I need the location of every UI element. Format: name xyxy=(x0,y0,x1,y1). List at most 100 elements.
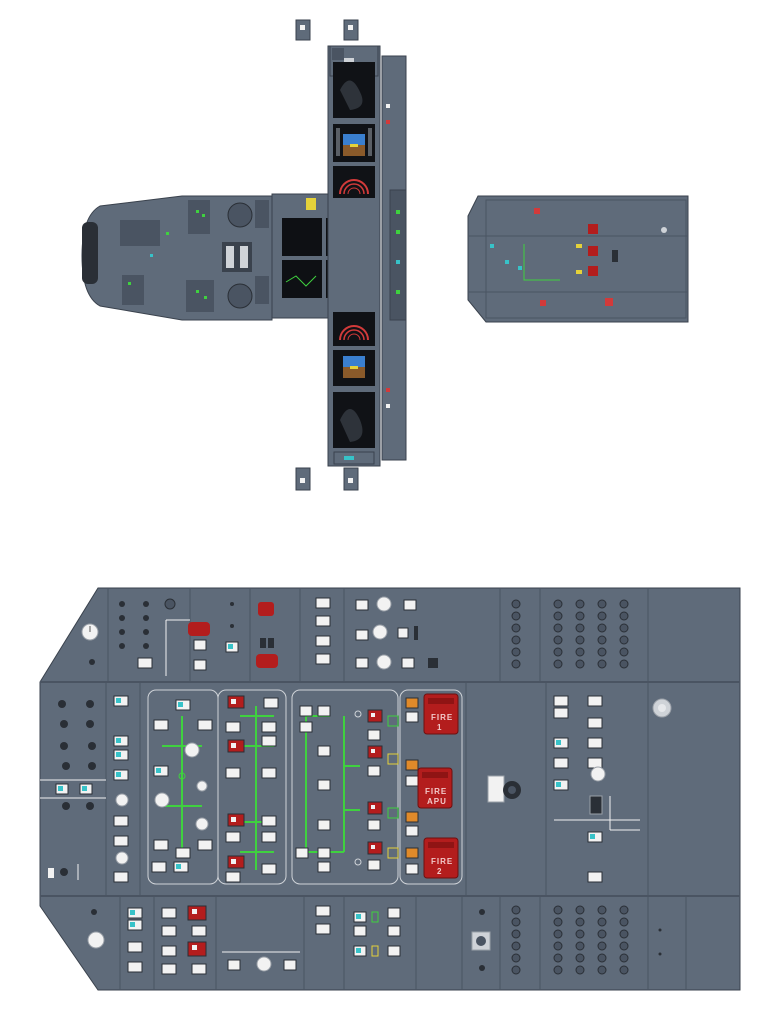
tiller-handle-icon[interactable] xyxy=(82,222,98,284)
side-switch[interactable] xyxy=(386,104,390,108)
pushbutton-icon[interactable] xyxy=(553,757,569,769)
pushbutton-icon[interactable] xyxy=(197,719,213,731)
pushbutton-icon[interactable] xyxy=(353,925,367,937)
pushbutton-icon[interactable] xyxy=(193,659,207,671)
toggle-switch-icon[interactable] xyxy=(48,868,54,878)
pushbutton-icon[interactable] xyxy=(261,815,277,827)
pushbutton-icon[interactable] xyxy=(387,945,401,957)
pushbutton-icon[interactable] xyxy=(225,767,241,779)
pushbutton-icon[interactable] xyxy=(315,905,331,917)
pedestal-panel[interactable] xyxy=(81,195,273,321)
pushbutton-icon[interactable] xyxy=(587,695,603,707)
guarded-switch-cover[interactable] xyxy=(188,622,210,636)
fire-handle-engine-2[interactable]: FIRE 2 xyxy=(423,837,459,879)
guarded-switch-cover[interactable] xyxy=(256,654,278,668)
pushbutton-icon[interactable] xyxy=(197,839,213,851)
rotary-knob-icon[interactable] xyxy=(115,793,129,807)
pushbutton-icon[interactable] xyxy=(225,721,241,733)
pushbutton-icon[interactable] xyxy=(403,599,417,611)
pushbutton-icon[interactable] xyxy=(405,863,419,875)
pushbutton-icon[interactable] xyxy=(355,599,369,611)
pushbutton-icon[interactable] xyxy=(127,941,143,953)
fcu-knob-icon[interactable] xyxy=(332,48,344,60)
circuit-breaker-bank-bottom[interactable] xyxy=(511,905,629,975)
pushbutton-icon[interactable] xyxy=(587,871,603,883)
dial-icon[interactable] xyxy=(164,598,176,610)
pushbutton-icon[interactable] xyxy=(191,925,207,937)
overhead-panel-thumbnail[interactable] xyxy=(467,195,689,323)
small-knob-icon[interactable] xyxy=(58,700,66,708)
rotary-knob-icon[interactable] xyxy=(590,766,606,782)
small-knob-icon[interactable] xyxy=(119,629,125,635)
pushbutton-icon[interactable] xyxy=(317,705,331,717)
fire-handle-mini[interactable] xyxy=(588,246,598,256)
toggle-switch-icon[interactable] xyxy=(428,658,438,668)
overhead-knob[interactable] xyxy=(661,227,667,233)
pushbutton-icon[interactable] xyxy=(193,639,207,651)
rotary-knob-icon[interactable] xyxy=(376,596,392,612)
pushbutton-icon[interactable] xyxy=(161,963,177,975)
pushbutton-icon[interactable] xyxy=(225,871,241,883)
small-knob-icon[interactable] xyxy=(62,802,70,810)
fire-handle-mini[interactable] xyxy=(588,266,598,276)
pushbutton-icon[interactable] xyxy=(355,657,369,669)
pushbutton-icon[interactable] xyxy=(587,757,603,769)
pushbutton-icon[interactable] xyxy=(191,963,207,975)
pushbutton-icon[interactable] xyxy=(299,705,313,717)
pushbutton-icon[interactable] xyxy=(227,959,241,971)
pushbutton-icon[interactable] xyxy=(553,695,569,707)
small-knob-icon[interactable] xyxy=(60,742,68,750)
pushbutton-icon[interactable] xyxy=(283,959,297,971)
pushbutton-icon[interactable] xyxy=(137,657,153,669)
pushbutton-icon[interactable] xyxy=(153,839,169,851)
pushbutton-icon[interactable] xyxy=(113,815,129,827)
rotary-knob-icon[interactable] xyxy=(372,624,388,640)
small-knob-icon[interactable] xyxy=(86,700,94,708)
knob-icon[interactable] xyxy=(227,202,253,228)
small-knob-icon[interactable] xyxy=(143,601,149,607)
pushbutton-icon[interactable] xyxy=(261,831,277,843)
side-switch[interactable] xyxy=(386,404,390,408)
pushbutton-icon[interactable] xyxy=(405,775,419,787)
small-knob-icon[interactable] xyxy=(119,643,125,649)
pushbutton-icon[interactable] xyxy=(315,653,331,665)
small-knob-icon[interactable] xyxy=(119,601,125,607)
small-knob-icon[interactable] xyxy=(143,615,149,621)
small-knob-icon[interactable] xyxy=(88,742,96,750)
overhead-knob[interactable] xyxy=(612,250,618,262)
rotary-knob-icon[interactable] xyxy=(376,654,392,670)
pushbutton-icon[interactable] xyxy=(587,737,603,749)
pushbutton-icon[interactable] xyxy=(225,831,241,843)
small-knob-icon[interactable] xyxy=(143,629,149,635)
small-knob-icon[interactable] xyxy=(62,762,70,770)
pushbutton-icon[interactable] xyxy=(317,779,331,791)
pushbutton-icon[interactable] xyxy=(315,597,331,609)
pushbutton-icon[interactable] xyxy=(175,847,191,859)
knob-icon[interactable] xyxy=(227,283,253,309)
toggle-switch-icon[interactable] xyxy=(268,638,274,648)
amber-pushbutton-icon[interactable] xyxy=(405,847,419,859)
pushbutton-icon[interactable] xyxy=(405,825,419,837)
pushbutton-icon[interactable] xyxy=(367,819,381,831)
pushbutton-icon[interactable] xyxy=(315,615,331,627)
master-warning-icon[interactable] xyxy=(306,198,316,210)
pushbutton-icon[interactable] xyxy=(553,707,569,719)
side-strip[interactable] xyxy=(381,55,407,461)
pushbutton-icon[interactable] xyxy=(113,871,129,883)
pushbutton-icon[interactable] xyxy=(153,719,169,731)
pushbutton-icon[interactable] xyxy=(261,863,277,875)
toggle-switch-icon[interactable] xyxy=(414,626,418,640)
amber-pushbutton-icon[interactable] xyxy=(405,811,419,823)
small-knob-icon[interactable] xyxy=(143,643,149,649)
pushbutton-icon[interactable] xyxy=(261,735,277,747)
pushbutton-icon[interactable] xyxy=(387,907,401,919)
small-knob-icon[interactable] xyxy=(119,615,125,621)
fire-handle-engine-1[interactable]: FIRE 1 xyxy=(423,693,459,735)
pushbutton-icon[interactable] xyxy=(263,697,279,709)
pushbutton-icon[interactable] xyxy=(317,861,331,873)
circuit-breaker-bank-top[interactable] xyxy=(511,599,629,669)
thrust-lever-icon[interactable] xyxy=(226,246,234,268)
guarded-switch-cover[interactable] xyxy=(258,602,274,616)
pushbutton-icon[interactable] xyxy=(401,657,415,669)
rotary-knob-icon[interactable] xyxy=(87,931,105,949)
